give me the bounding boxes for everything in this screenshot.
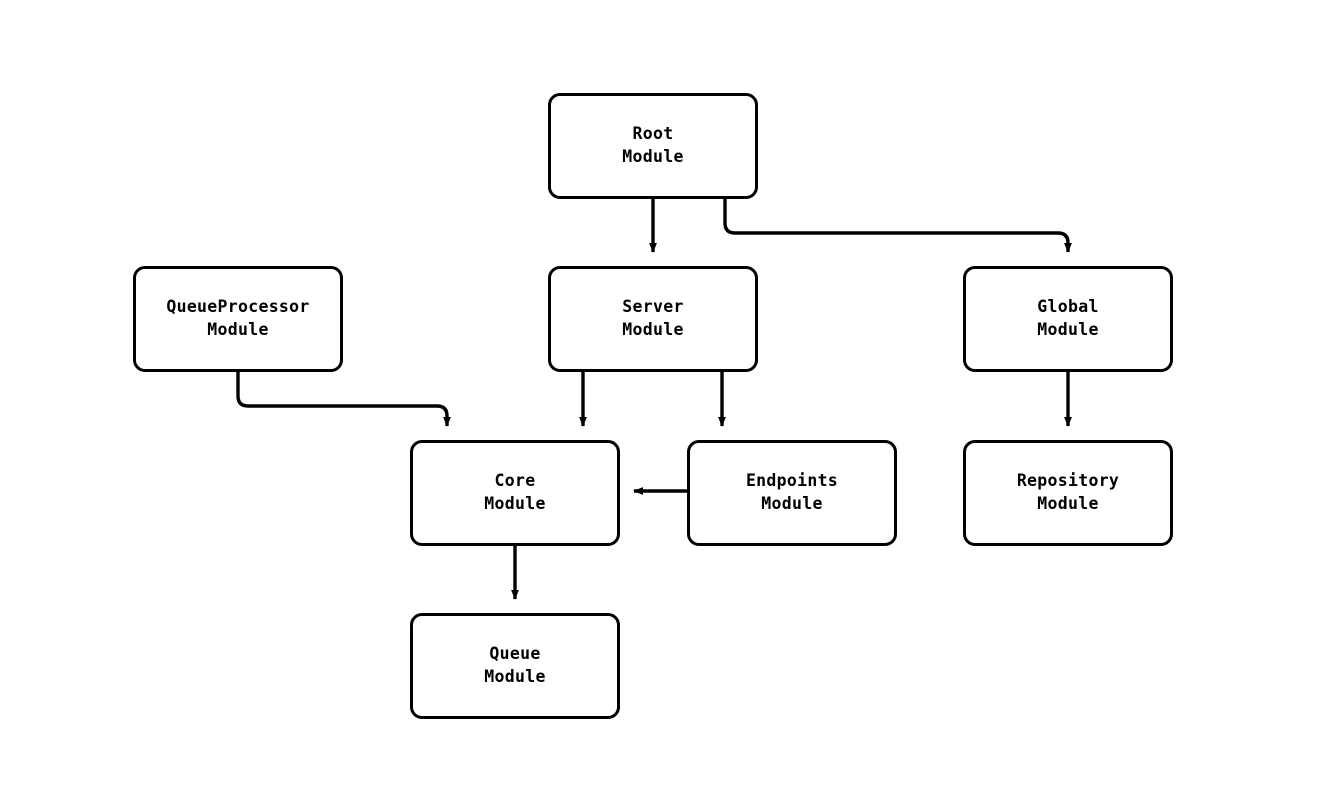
edge-root-to-global [723, 199, 1072, 253]
node-core-module[interactable]: Core Module [410, 440, 620, 546]
node-label-line2: Module [1037, 494, 1099, 513]
node-label-line1: Endpoints [745, 471, 839, 491]
node-queueprocessor-module[interactable]: QueueProcessor Module [133, 266, 343, 372]
node-label-line2: Module [484, 494, 546, 513]
node-queue-module[interactable]: Queue Module [410, 613, 620, 719]
node-endpoints-module[interactable]: Endpoints Module [687, 440, 897, 546]
node-label-line1: Repository [1016, 471, 1120, 491]
edge-queueprocessor-to-core [236, 372, 451, 427]
node-label-line1: Root [632, 124, 674, 144]
node-repository-module[interactable]: Repository Module [963, 440, 1173, 546]
node-label-line1: Global [1037, 297, 1099, 317]
node-label-line2: Module [1037, 320, 1099, 339]
node-label-line1: Core [494, 471, 536, 491]
node-global-module[interactable]: Global Module [963, 266, 1173, 372]
node-label-line2: Module [761, 494, 823, 513]
node-label-line1: Queue [489, 644, 541, 664]
node-label-line1: QueueProcessor [166, 297, 310, 317]
node-server-module[interactable]: Server Module [548, 266, 758, 372]
node-label-line2: Module [207, 320, 269, 339]
node-label-line2: Module [622, 320, 684, 339]
node-label-line2: Module [622, 147, 684, 166]
node-label-line1: Server [622, 297, 684, 317]
node-label-line2: Module [484, 667, 546, 686]
node-root-module[interactable]: Root Module [548, 93, 758, 199]
